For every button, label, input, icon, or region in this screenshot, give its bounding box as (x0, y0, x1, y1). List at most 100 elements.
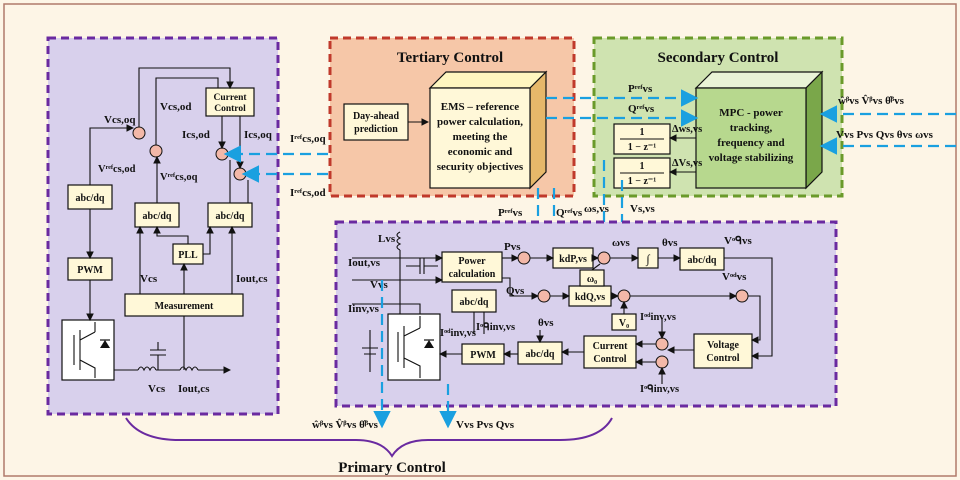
vvs-od-label: Vᵒᵈvs (722, 271, 747, 283)
lvs-label: Lvs (378, 233, 396, 245)
current-control-label-2: Control (214, 104, 246, 114)
capacitor-primary-icon (406, 258, 438, 274)
pvs-label: Pvs (504, 241, 521, 253)
iinv-od-label-left: Iᵒᵈinv,vs (440, 328, 476, 339)
iinv-oq-label-right: Iᵒᑫinv,vs (640, 383, 679, 395)
theta-vs-label: θvs (662, 237, 678, 249)
inductor-primary-icon (396, 231, 402, 251)
current-control-primary-label-2: Control (593, 354, 626, 365)
ems-block-side (529, 70, 547, 190)
vvs-oq-label: Vᵒᑫvs (724, 235, 753, 247)
bottom-measured-label: Vvs Pvs Qvs (456, 419, 515, 431)
v0-label: V₀ (619, 318, 629, 329)
estimated-input-label: ŵᵝvs V̂ᵝvs θ̂ᵝvs (838, 94, 905, 107)
omega-vs-label: ωvs (612, 237, 631, 249)
diode-left-icon (100, 340, 110, 348)
secondary-control-title: Secondary Control (658, 50, 779, 66)
qref-down-label: Qʳᵉᶠvs (556, 207, 583, 219)
measured-input-label: Vvs Pvs Qvs θvs ωvs (836, 129, 934, 141)
vref-od-label: Vʳᵉᶠcs,od (98, 164, 136, 175)
kdp-label: kdP,vs (559, 254, 587, 265)
ics-od-label: Ics,od (182, 129, 210, 141)
qref-label: Qʳᵉᶠvs (628, 103, 655, 115)
voltage-control-label-1: Voltage (707, 340, 739, 351)
abcdq-label-left-3: abc/dq (216, 211, 245, 222)
sum-vd (735, 289, 749, 303)
power-calculation-block (441, 251, 503, 283)
inductor-left-2 (179, 366, 199, 372)
pref-down-label: Pʳᵉᶠvs (498, 207, 523, 219)
tf2-den: 1 − z⁻¹ (628, 176, 656, 187)
iinv-oq-label-left: Iᵒᑫinv,vs (476, 321, 515, 333)
capacitor-left-icon (150, 342, 166, 370)
ems-block-top (428, 71, 548, 89)
pll-label: PLL (178, 250, 198, 261)
vcs-od-label: Vcs,od (160, 101, 191, 113)
ems-block (429, 87, 531, 189)
iinv-od-label-right: Iᵒᵈinv,vs (640, 312, 676, 323)
vcs-oq-label: Vcs,oq (104, 114, 136, 126)
vs-vs-label: Vs,vs (630, 203, 655, 215)
iref-oq-label: Iʳᵉᶠcs,oq (290, 133, 326, 145)
mpc-label-2: tracking, (730, 122, 773, 134)
iinv-vs-label: Iinv,vs (348, 303, 380, 315)
bottom-estimated-label: ŵᵝvs V̂ᵝvs θ̂ᵝvs (312, 418, 379, 431)
day-ahead-label-2: prediction (354, 124, 398, 135)
igbt-symbol-primary (397, 316, 421, 378)
sum-junction-vd (149, 144, 163, 158)
ems-label-3: meeting the (453, 131, 508, 143)
mpc-label-3: frequency and (717, 137, 784, 149)
mpc-block-top (694, 71, 824, 89)
mpc-block-side (805, 70, 823, 190)
current-control-label-1: Current (213, 93, 247, 103)
tertiary-control-title: Tertiary Control (397, 50, 503, 66)
voltage-control-block (693, 333, 753, 369)
sum-q (537, 289, 551, 303)
ws-vs-label: ωs,vs (584, 203, 610, 215)
qvs-label: Qvs (506, 285, 525, 297)
day-ahead-label-1: Day-ahead (353, 111, 400, 122)
pwm-label-left: PWM (77, 265, 103, 276)
diode-primary-icon (424, 340, 434, 348)
ems-label-4: economic and (448, 146, 512, 158)
pwm-label-primary: PWM (470, 350, 496, 361)
mpc-label-4: voltage stabilizing (709, 152, 794, 164)
current-control-block-left (205, 87, 255, 117)
power-calc-label-1: Power (458, 256, 486, 267)
sum-junction-iq (233, 167, 247, 181)
abcdq-label-primary-2: abc/dq (460, 297, 489, 308)
mpc-block (695, 87, 807, 189)
kdq-label: kdQ,vs (575, 292, 605, 303)
mpc-label-1: MPC - power (719, 107, 783, 119)
sum-id (655, 337, 669, 351)
abcdq-label-primary-1: abc/dq (688, 255, 717, 266)
primary-control-brace (125, 417, 613, 458)
ems-label-1: EMS – reference (441, 101, 520, 113)
primary-control-title: Primary Control (338, 460, 446, 476)
sum-junction-vq (132, 126, 146, 140)
sum-junction-id (215, 147, 229, 161)
ics-oq-label: Ics,oq (244, 129, 273, 141)
voltage-control-label-2: Control (706, 353, 739, 364)
tf1-num: 1 (640, 127, 645, 138)
vvs-label: Vvs (370, 279, 388, 291)
omega0-label: ω₀ (587, 274, 597, 285)
ioutcs-label: Iout,cs (236, 273, 268, 285)
pref-label: Pʳᵉᶠvs (628, 83, 653, 95)
integrator-label: ∫ (645, 252, 650, 266)
dc-source-icon (362, 330, 378, 372)
iout-vs-label: Iout,vs (348, 257, 381, 269)
inductor-left-1 (137, 366, 157, 372)
ems-label-5: security objectives (437, 161, 524, 173)
sum-w (597, 251, 611, 265)
ioutcs-bottom-label: Iout,cs (178, 383, 210, 395)
igbt-symbol-left (73, 322, 96, 378)
ems-label-2: power calculation, (437, 116, 523, 128)
vcs-label: Vcs (140, 273, 158, 285)
day-ahead-prediction-block (343, 103, 409, 141)
current-control-primary-label-1: Current (593, 341, 628, 352)
tf2-num: 1 (640, 161, 645, 172)
delta-v-label: ΔVs,vs (672, 158, 702, 169)
